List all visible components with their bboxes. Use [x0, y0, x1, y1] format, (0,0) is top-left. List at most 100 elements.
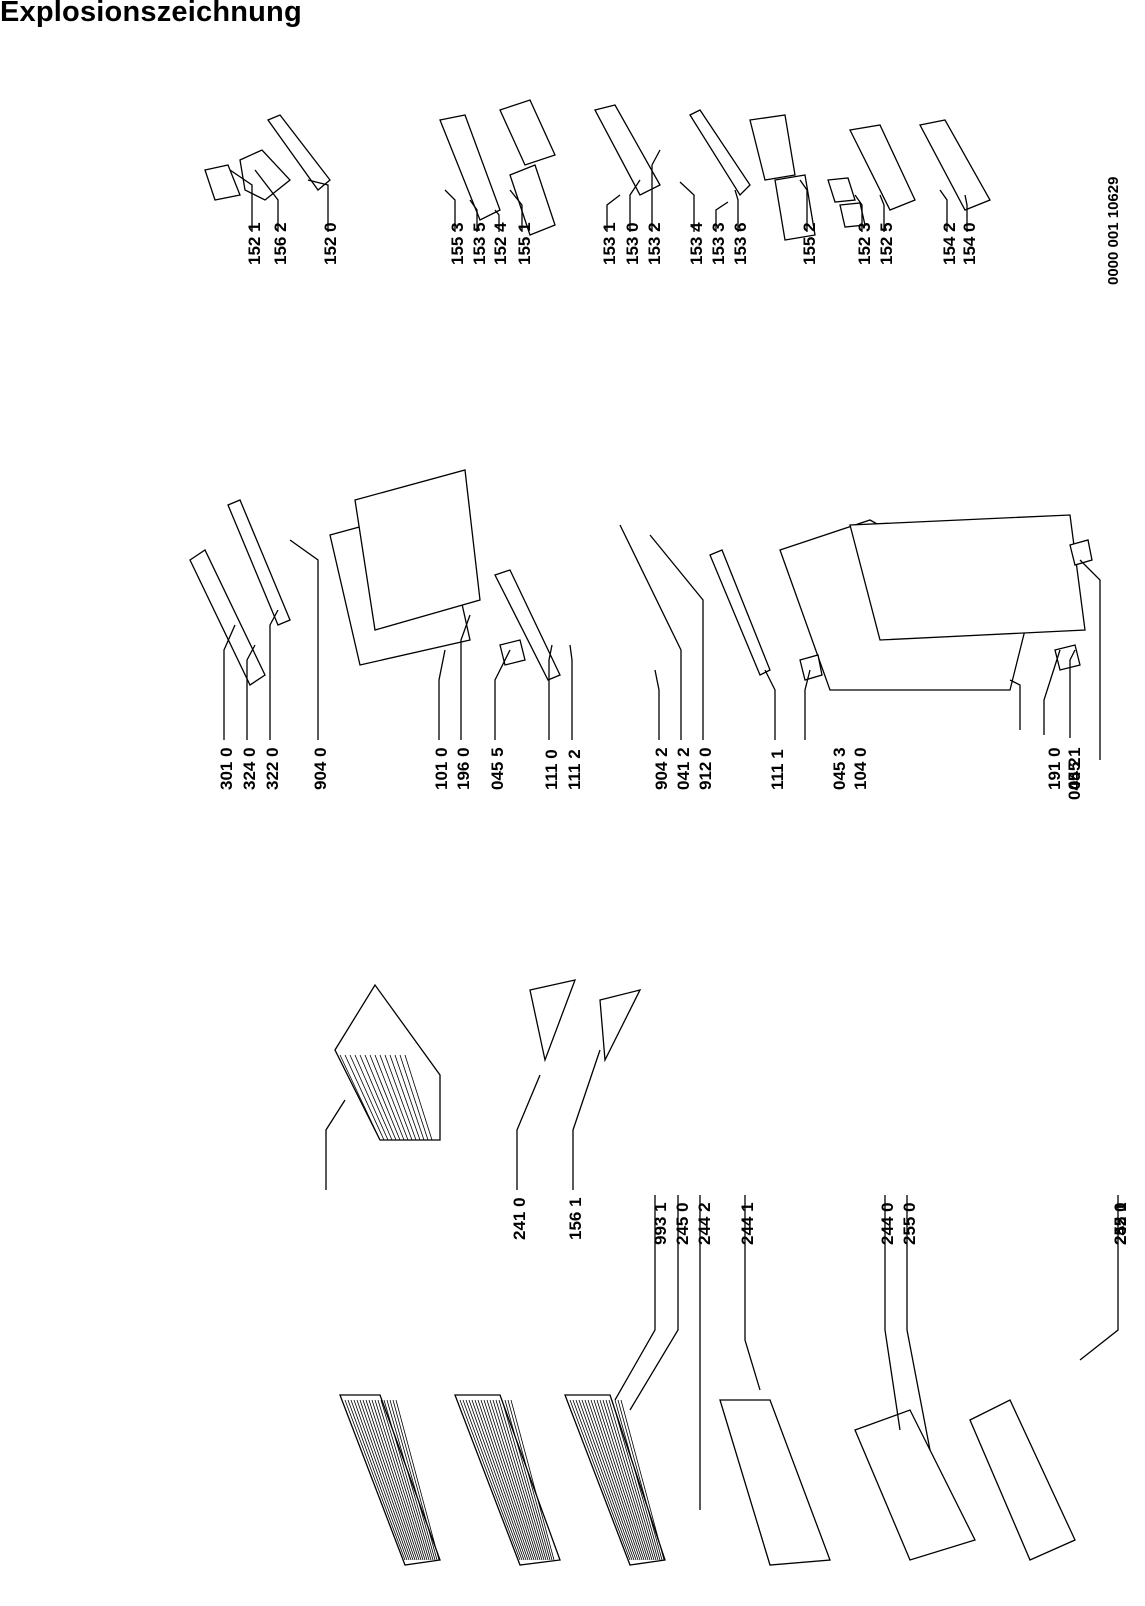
part-label: 153 0 — [623, 222, 642, 265]
leader-line — [619, 524, 682, 740]
door-shelf-part — [849, 124, 916, 211]
crisper-hatch — [404, 1054, 433, 1141]
leader-line — [1079, 559, 1101, 760]
shelf-wire — [365, 1399, 420, 1561]
leader-line — [804, 669, 811, 740]
shelf-wire — [362, 1399, 418, 1561]
shelf-wire — [471, 1399, 529, 1561]
part-label: 904 0 — [311, 747, 330, 790]
shelf-wire — [504, 1399, 551, 1561]
part-label: 191 0 — [1045, 747, 1064, 790]
part-label: 154 0 — [960, 222, 979, 265]
part-label: 153 4 — [687, 222, 706, 265]
leader-line — [494, 649, 511, 740]
shelf-wire — [587, 1399, 643, 1561]
leader-line — [509, 189, 523, 232]
part-label: 045 3 — [830, 747, 849, 790]
shelf-wire — [395, 1399, 440, 1561]
hinge-block-part — [1069, 539, 1093, 566]
leader-line — [1079, 1195, 1119, 1361]
leader-line — [651, 149, 661, 232]
crisper-hatch — [369, 1054, 405, 1141]
shelf-wire — [371, 1399, 424, 1561]
shelf-wire — [377, 1399, 428, 1561]
leader-line — [516, 1074, 541, 1190]
shelf-wire — [593, 1399, 647, 1561]
leader-line — [223, 624, 236, 740]
door-bin-part — [774, 174, 816, 241]
leader-line — [629, 1195, 679, 1411]
part-label: 155 3 — [448, 222, 467, 265]
door-bin-part — [749, 114, 796, 181]
part-label: 045 5 — [488, 747, 507, 790]
egg-tray-part — [499, 99, 556, 166]
shelf-wire — [350, 1399, 410, 1561]
crisper-hatch — [394, 1054, 425, 1141]
part-label: 041 2 — [674, 747, 693, 790]
door-shelf-part — [204, 164, 241, 201]
shelf-wire — [596, 1399, 649, 1561]
shelf-wire — [468, 1399, 527, 1561]
leader-line — [734, 189, 739, 232]
shelf-wire — [359, 1399, 416, 1561]
shelf-wire — [368, 1399, 422, 1561]
crisper-hatch — [384, 1054, 417, 1141]
shelf-wire — [584, 1399, 641, 1561]
shelf-wire — [480, 1399, 535, 1561]
leader-line — [884, 1195, 901, 1431]
shelf-wire — [486, 1399, 539, 1561]
part-label: 104 0 — [851, 747, 870, 790]
shelf-wire — [605, 1399, 655, 1561]
part-label: 154 2 — [940, 222, 959, 265]
part-label: 111 2 — [565, 749, 584, 790]
leader-line — [715, 201, 729, 232]
page-title: Explosionszeichnung — [0, 0, 302, 28]
drawing-reference-number: 0000 001 10629 — [1105, 177, 1122, 285]
leader-line — [246, 644, 256, 740]
hinge-block-part — [799, 654, 823, 681]
door-tray-part — [439, 114, 501, 221]
part-label: 244 1 — [738, 1202, 757, 1245]
crisper-hatch — [379, 1054, 413, 1141]
leader-line — [939, 189, 948, 232]
part-label: 156 1 — [566, 1197, 585, 1240]
shelf-wire — [620, 1399, 665, 1561]
leader-line — [679, 181, 695, 232]
leader-line — [854, 194, 863, 232]
part-label: 155 2 — [800, 222, 819, 265]
shelf-wire — [501, 1399, 549, 1561]
shelf-wire — [389, 1399, 436, 1561]
shelf-wire — [614, 1399, 661, 1561]
part-label: 904 2 — [652, 747, 671, 790]
leader-line — [269, 609, 279, 740]
shelf-wire — [492, 1399, 543, 1561]
glass-shelf — [854, 1409, 976, 1561]
crisper-hatch — [354, 1054, 393, 1141]
leader-line — [1009, 679, 1021, 730]
part-label: 245 0 — [673, 1202, 692, 1245]
leader-line — [569, 644, 573, 740]
part-label: 111 0 — [542, 749, 561, 790]
shelf-wire — [474, 1399, 531, 1561]
shelf-wire — [465, 1399, 525, 1561]
door-shelf-part — [919, 119, 991, 211]
part-label: 045 2 — [1065, 757, 1084, 800]
rail-part — [494, 569, 561, 681]
part-label: 993 1 — [651, 1202, 670, 1245]
leader-line — [744, 1195, 761, 1391]
leader-line — [307, 179, 329, 232]
shelf-wire — [617, 1399, 663, 1561]
part-label: 301 0 — [217, 747, 236, 790]
crisper-hatch — [344, 1054, 385, 1141]
part-label: 152 5 — [877, 222, 896, 265]
leader-line — [444, 189, 456, 232]
leader-line — [654, 669, 660, 740]
shelf-wire — [380, 1399, 430, 1561]
part-label: 153 2 — [645, 222, 664, 265]
parts-drawings — [189, 99, 1093, 1566]
door-rail-part — [689, 109, 751, 197]
leader-line — [469, 199, 478, 232]
leader-line — [548, 644, 553, 740]
leader-line — [1069, 649, 1076, 738]
